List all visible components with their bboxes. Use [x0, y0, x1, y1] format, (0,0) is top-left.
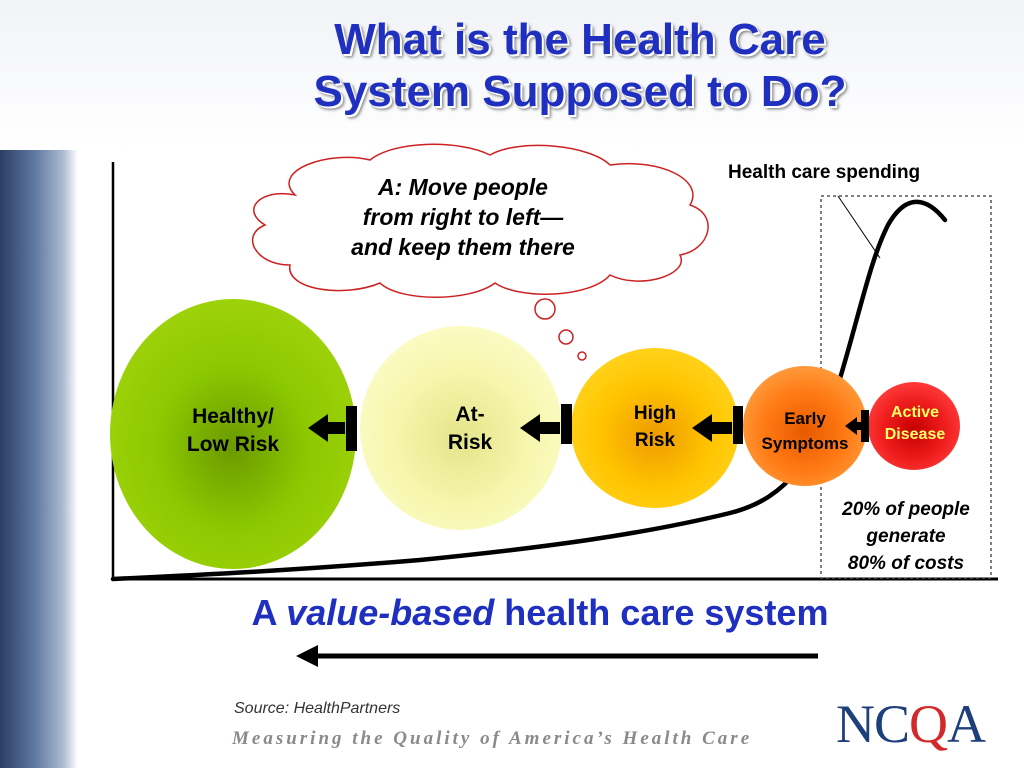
logo-part-1: NC — [836, 694, 910, 754]
thought-bubble-dot-3 — [577, 351, 587, 361]
label-at-risk-line-1: At- — [455, 403, 485, 426]
value-based-direction-arrow — [296, 645, 818, 667]
label-active-line-2: Disease — [884, 426, 946, 443]
title-line-1: What is the Health Care — [334, 15, 826, 64]
label-active-disease: Active Disease — [872, 402, 958, 446]
circle-early-symptoms — [743, 366, 867, 486]
label-early-line-1: Early — [784, 409, 826, 428]
arrow-to-at-risk — [520, 404, 572, 444]
label-high-risk: High Risk — [610, 400, 700, 454]
thought-line-1: A: Move people — [378, 174, 548, 200]
arrow-to-healthy — [308, 406, 357, 451]
circle-active-disease — [868, 382, 960, 470]
thought-bubble-dot-1 — [534, 298, 556, 320]
logo-part-3: A — [947, 694, 986, 754]
spending-label: Health care spending — [728, 162, 921, 183]
thought-bubble-cloud — [252, 143, 709, 298]
thought-line-2: from right to left— — [362, 204, 564, 230]
pct-note-line-3: 80% of costs — [847, 553, 965, 574]
slide-title: What is the Health Care System Supposed … — [210, 14, 950, 118]
top-background-fade — [0, 0, 1024, 150]
spending-label-leader — [837, 195, 881, 259]
label-active-line-1: Active — [890, 404, 940, 421]
circle-healthy-low-risk — [110, 299, 356, 569]
label-healthy-line-1: Healthy/ — [192, 405, 274, 428]
ncqa-logo: NCQA — [836, 693, 986, 755]
cost-concentration-note: 20% of people generate 80% of costs — [822, 496, 990, 577]
circle-at-risk — [360, 326, 562, 530]
thought-bubble-text: A: Move people from right to left— and k… — [318, 172, 608, 262]
title-line-2: System Supposed to Do? — [313, 67, 847, 116]
value-suffix: health care system — [494, 592, 829, 633]
label-at-risk-line-2: Risk — [447, 431, 493, 454]
value-prefix: A — [251, 592, 287, 633]
pct-note-line-2: generate — [866, 526, 946, 547]
label-high-risk-line-1: High — [633, 403, 677, 424]
arrow-to-early-symptoms — [845, 410, 869, 442]
logo-part-2: Q — [909, 694, 948, 754]
label-early-line-2: Symptoms — [761, 434, 849, 453]
label-high-risk-line-2: Risk — [634, 430, 676, 451]
label-healthy-line-2: Low Risk — [186, 433, 280, 456]
thought-line-3: and keep them there — [351, 234, 575, 260]
circle-high-risk — [571, 348, 739, 508]
spending-curve — [110, 199, 948, 582]
value-based-statement: A value-based health care system — [150, 592, 930, 634]
label-at-risk: At- Risk — [420, 401, 520, 457]
arrow-to-high-risk — [692, 406, 743, 444]
source-citation: Source: HealthPartners — [234, 700, 401, 717]
label-early-symptoms: Early Symptoms — [748, 406, 862, 456]
value-emphasis: value-based — [286, 592, 495, 633]
label-healthy-low-risk: Healthy/ Low Risk — [163, 403, 303, 459]
ncqa-tagline: Measuring the Quality of America’s Healt… — [232, 728, 753, 749]
pct-note-line-1: 20% of people — [842, 499, 970, 520]
thought-bubble-dot-2 — [558, 329, 574, 345]
